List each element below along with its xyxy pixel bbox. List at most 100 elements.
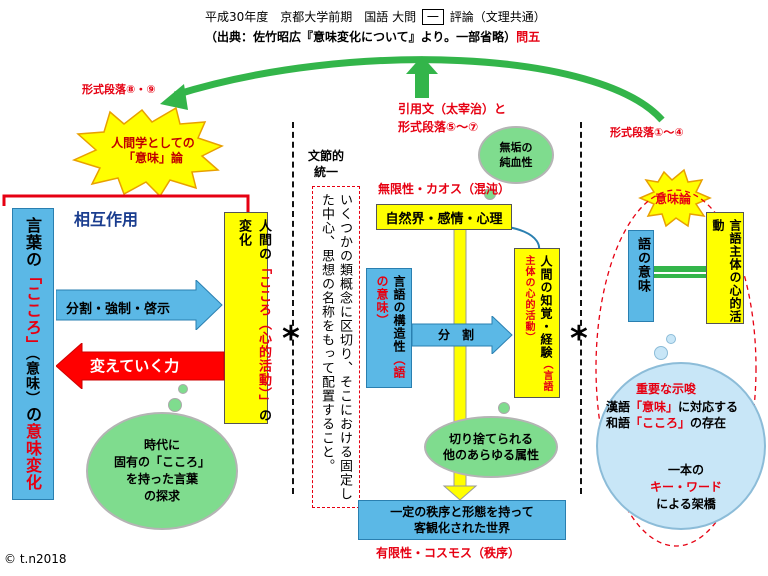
cut-cloud: 切り捨てられる 他のあらゆる属性 (424, 416, 558, 478)
kouzousei-label: 言語の構造性 (392, 275, 406, 353)
right-hint-cloud (596, 362, 766, 530)
right-burst-shape (638, 168, 712, 228)
bunsetsu-dashed-box: いくつかの類概念に区切り、そこにおける固定した中心、思想の名称をもって配置するこ… (312, 186, 360, 508)
up-arrow-shaft (415, 72, 429, 98)
jidai-cloud: 時代に 固有の「こころ」 を持った言葉 の探求 (86, 412, 238, 530)
hint-line-2: 和語「こころ」の存在 (606, 414, 726, 431)
header-line-2: （出典：佐竹昭広『意味変化について』より。一部省略）問五 (205, 28, 540, 45)
yugen-label: 有限性・コスモス（秩序） (376, 546, 521, 560)
right-star-icon: * (570, 319, 588, 359)
bridge-text: 一本の キー・ワード による架橋 (626, 462, 746, 513)
cloud-bubble-1 (178, 384, 188, 394)
pure-cloud: 無垢の 純血性 (478, 126, 554, 184)
shizenkai-box: 自然界・感情・心理 (376, 204, 512, 230)
shinteki-katsudo-label: （言語主体の心的活動） (523, 255, 552, 392)
pure-bubble (484, 188, 496, 200)
left-red-frame (2, 194, 250, 212)
ningen-label: 人間の (256, 219, 271, 261)
kotoba-kokoro-box: 言葉の「こころ」（意味）の意味変化 (12, 208, 54, 500)
kaeteiku-arrow (56, 343, 225, 389)
right-bubble-1 (666, 334, 676, 344)
kotoba-kokoro-text: 言葉の「こころ」（意味）の意味変化 (21, 217, 43, 491)
header-source: （出典：佐竹昭広『意味変化について』より。一部省略） (205, 30, 517, 44)
cloud-line-2: 固有の「こころ」 (113, 455, 210, 469)
chitsujo-box: 一定の秩序と形態を持って 客観化された世界 (358, 500, 566, 540)
cut-bubble (498, 402, 510, 414)
kokoro-shinteki-label: 「こころ（心的活動）」 (256, 261, 271, 409)
pure-line-1: 無垢の (499, 141, 533, 154)
cut-line-1: 切り捨てられる (448, 432, 533, 446)
sogo-sayo-label: 相互作用 (74, 210, 139, 229)
go-no-imi-text: 語の意味 (635, 237, 650, 293)
hint-taiou: に対応する (678, 400, 739, 414)
right-dashed-oval (595, 189, 757, 547)
no-label: の (23, 406, 42, 423)
header-title-post: 評論（文理共通） (449, 10, 546, 24)
left-divider (292, 122, 294, 494)
bunsetsu-label: 文節的 統一 (308, 148, 344, 180)
right-connector (654, 266, 706, 272)
bunsetsu-line-1: 文節的 (308, 149, 345, 163)
gengo-shutai-text: 言語主体の心的活動 (711, 219, 742, 323)
imi-henka-label: 意味変化 (23, 423, 42, 491)
header-title-pre: 平成30年度 京都大学前期 国語 大問 (205, 10, 417, 24)
cloud-bubble-2 (168, 398, 182, 412)
right-divider (580, 122, 582, 494)
chitsujo-line-1: 一定の秩序と形態を持って (390, 505, 534, 519)
cut-line-2: 他のあらゆる属性 (442, 448, 539, 462)
cloud-line-3: を持った言葉 (125, 472, 198, 486)
hint-title: 重要な示唆 (636, 382, 697, 396)
right-paragraph-label: 形式段落①～④ (610, 126, 684, 139)
header-question: 問五 (516, 30, 541, 44)
bunkatsu-kyousei-arrow (56, 280, 223, 330)
henka-label: の変化 (236, 219, 271, 423)
go-no-imi-box: 語の意味 (628, 230, 654, 322)
imi-label: （意味） (24, 353, 40, 406)
up-arrow-head (406, 56, 438, 74)
kotoba-label: 言葉の (23, 217, 42, 268)
bunkatsu-kyousei-label: 分割・強制・啓示 (66, 302, 171, 317)
bunkatsu-arrow (412, 316, 513, 354)
chitsujo-line-2: 客観化された世界 (413, 521, 510, 535)
top-curved-arrow (173, 56, 665, 123)
hint-kango: 漢語 (606, 400, 631, 414)
hint-wago: 和語 (606, 416, 631, 430)
left-burst-line-2: 「意味」論 (122, 151, 183, 165)
right-burst-label: 意味論 (655, 192, 692, 206)
ningen-kokoro-text: 人間の「こころ（心的活動）」の変化 (233, 219, 273, 423)
left-star-icon: * (282, 319, 300, 359)
bunkatsu-label: 分 割 (438, 328, 475, 342)
mugen-label: 無限性・カオス（混沌） (378, 182, 511, 196)
quote-line-2: 形式段落⑤～⑦ (398, 120, 479, 134)
ningen-kokoro-box: 人間の「こころ（心的活動）」の変化 (224, 212, 271, 424)
bridge-line-1: 一本の (667, 463, 704, 477)
left-burst-label: 人間学としての 「意味」論 (96, 128, 210, 174)
pure-line-2: 純血性 (499, 156, 533, 169)
cloud-line-4: の探求 (143, 489, 180, 503)
ningen-chikaku-text: 人間の知覚・経験（言語主体の心的活動） (519, 255, 555, 397)
quote-line-1: 引用文（太宰治）と (398, 102, 507, 116)
kaeteiku-label: 変えていく力 (90, 357, 180, 375)
kokoro-label: 「こころ」 (23, 268, 42, 353)
gengo-kouzousei-box: 言語の構造性（語の意味） (366, 268, 412, 388)
right-bubble-2 (654, 346, 668, 360)
hint-sonzai: の存在 (690, 416, 727, 430)
chikaku-label: 人間の知覚・経験 (539, 255, 553, 359)
hint-imi: 「意味」 (630, 400, 679, 414)
hint-kokoro: 「こころ」 (630, 416, 691, 430)
cloud-line-1: 時代に (143, 438, 180, 452)
header-line-1: 平成30年度 京都大学前期 国語 大問 一 評論（文理共通） (205, 8, 546, 25)
right-connector-2 (654, 274, 706, 278)
middle-down-head (442, 485, 478, 501)
quote-label: 引用文（太宰治）と 形式段落⑤～⑦ (398, 100, 506, 136)
bunsetsu-vertical-text: いくつかの類概念に区切り、そこにおける固定した中心、思想の名称をもって配置するこ… (319, 193, 352, 501)
copyright: © t.n2018 (4, 552, 67, 566)
hint-line-1: 漢語「意味」に対応する (606, 398, 738, 415)
ningen-chikaku-box: 人間の知覚・経験（言語主体の心的活動） (514, 248, 560, 398)
left-burst-line-1: 人間学としての (111, 136, 195, 150)
top-curved-arrowhead (160, 84, 188, 110)
left-burst-shape (71, 106, 224, 198)
header-question-number: 一 (421, 9, 444, 25)
bunsetsu-line-2: 統一 (314, 165, 339, 179)
bridge-keyword: キー・ワード (649, 480, 722, 494)
